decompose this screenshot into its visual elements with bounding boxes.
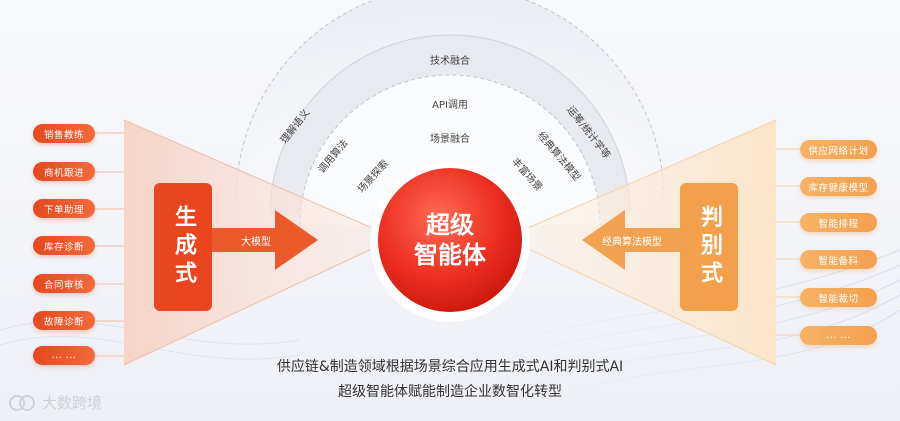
watermark: 大数跨境 <box>8 392 102 413</box>
right-item-6: ... ... <box>800 326 877 345</box>
arc-label-inner-top: 场景融合 <box>430 134 470 145</box>
left-title-block <box>154 183 212 311</box>
left-item-1: 销售教练 <box>33 124 95 143</box>
left-arrow <box>210 210 318 270</box>
center-ball <box>378 168 522 312</box>
left-item-6: 故障诊断 <box>33 311 95 330</box>
left-item-3: 下单助理 <box>33 199 95 218</box>
left-arrow-label: 大模型 <box>241 237 271 248</box>
watermark-text: 大数跨境 <box>42 394 103 412</box>
left-item-2: 商机跟进 <box>33 162 95 181</box>
caption-line2: 超级智能体赋能制造企业数智化转型 <box>338 384 562 400</box>
inner-arc <box>299 74 601 226</box>
right-item-3: 智能排程 <box>800 213 877 232</box>
left-item-4: 库存诊断 <box>33 236 95 255</box>
left-item-7: ... ... <box>33 346 95 365</box>
left-title: 生成式 <box>171 205 196 289</box>
right-item-1: 供应网络计划 <box>800 140 877 159</box>
right-item-5: 智能裁切 <box>800 288 877 307</box>
left-item-5: 合同审核 <box>33 274 95 293</box>
arc-label-middle-top: API调用 <box>432 100 468 111</box>
center-title-line2: 智能体 <box>414 241 486 269</box>
center-title-line1: 超级 <box>426 211 474 239</box>
arc-label-outer-top: 技术融合 <box>430 56 470 67</box>
watermark-logo-icon <box>9 394 35 411</box>
right-item-4: 智能备料 <box>800 250 877 269</box>
right-arrow <box>582 210 690 270</box>
right-item-2: 库存健康模型 <box>800 177 877 196</box>
right-title-block <box>680 183 738 311</box>
right-title: 判别式 <box>697 205 722 289</box>
caption-line1: 供应链&制造领域根据场景综合应用生成式AI和判别式AI <box>276 359 624 375</box>
right-arrow-label: 经典算法模型 <box>602 237 662 248</box>
center-title: 超级 智能体 <box>378 210 522 270</box>
